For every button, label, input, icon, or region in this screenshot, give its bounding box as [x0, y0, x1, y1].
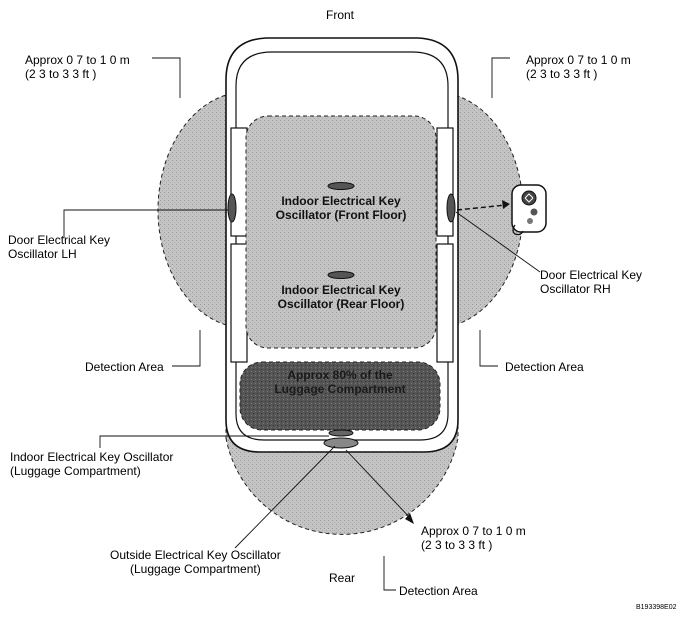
- outside-luggage-line2: (Luggage Compartment): [130, 562, 261, 576]
- indoor-luggage-line2: (Luggage Compartment): [10, 464, 141, 478]
- detection-area-left-label: Detection Area: [85, 360, 164, 374]
- door-right-rear: [436, 243, 454, 363]
- range-front-right-line2: (2 3 to 3 3 ft ): [526, 67, 598, 81]
- luggage-zone-line1: Approx 80% of the: [287, 368, 393, 382]
- indoor-luggage-line1: Indoor Electrical Key Oscillator: [10, 450, 174, 464]
- cabin-detection-area: [245, 115, 437, 349]
- indoor-rear-line2: Oscillator (Rear Floor): [277, 297, 405, 311]
- range-label-rear: Approx 0 7 to 1 0 m (2 3 to 3 3 ft ): [421, 524, 526, 552]
- front-label: Front: [326, 8, 355, 22]
- range-front-left-line1: Approx 0 7 to 1 0 m: [25, 53, 130, 67]
- range-label-front-right: Approx 0 7 to 1 0 m (2 3 to 3 3 ft ): [526, 53, 631, 81]
- oscillator-front-floor-icon: [327, 182, 355, 190]
- outside-luggage-line1: Outside Electrical Key Oscillator: [110, 548, 281, 562]
- door-lh-line1: Door Electrical Key: [8, 233, 111, 247]
- oscillator-outside-luggage-icon: [323, 437, 359, 449]
- indoor-front-floor-label: Indoor Electrical Key Oscillator (Front …: [270, 194, 412, 222]
- range-rear-line1: Approx 0 7 to 1 0 m: [421, 524, 526, 538]
- key-fob-icon: [511, 184, 547, 236]
- luggage-detection-area: [239, 361, 441, 431]
- vehicle-inner-outline: [235, 51, 449, 441]
- door-oscillator-lh-label: Door Electrical Key Oscillator LH: [8, 233, 110, 261]
- indoor-front-line1: Indoor Electrical Key: [281, 194, 401, 208]
- range-label-front-left: Approx 0 7 to 1 0 m (2 3 to 3 3 ft ): [25, 53, 130, 81]
- oscillator-luggage-indoor-icon: [328, 429, 354, 437]
- detection-area-right-label: Detection Area: [505, 360, 584, 374]
- figure-code: B193398E02: [636, 604, 677, 611]
- oscillator-door-rh-icon: [446, 193, 456, 223]
- oscillator-door-lh-icon: [227, 193, 237, 223]
- door-left-rear: [230, 243, 248, 363]
- signal-arrow: [456, 204, 507, 211]
- door-rh-line2: Oscillator RH: [540, 282, 611, 296]
- rear-label: Rear: [329, 571, 356, 585]
- luggage-zone-label: Approx 80% of the Luggage Compartment: [264, 368, 416, 396]
- door-rh-line1: Door Electrical Key: [540, 268, 643, 282]
- door-oscillator-rh-label: Door Electrical Key Oscillator RH: [540, 268, 642, 296]
- range-rear-line2: (2 3 to 3 3 ft ): [421, 538, 493, 552]
- luggage-zone-line2: Luggage Compartment: [274, 382, 406, 396]
- indoor-luggage-oscillator-label: Indoor Electrical Key Oscillator (Luggag…: [10, 450, 173, 478]
- detection-area-rear-label: Detection Area: [399, 584, 478, 598]
- outside-luggage-oscillator-label: Outside Electrical Key Oscillator (Lugga…: [110, 548, 281, 576]
- range-front-left-line2: (2 3 to 3 3 ft ): [25, 67, 97, 81]
- indoor-front-line2: Oscillator (Front Floor): [275, 208, 407, 222]
- range-front-right-line1: Approx 0 7 to 1 0 m: [526, 53, 631, 67]
- leader-lines: [63, 57, 541, 591]
- indoor-rear-line1: Indoor Electrical Key: [281, 283, 401, 297]
- indoor-rear-floor-label: Indoor Electrical Key Oscillator (Rear F…: [270, 283, 412, 311]
- door-lh-line2: Oscillator LH: [8, 247, 77, 261]
- oscillator-rear-floor-icon: [327, 271, 355, 279]
